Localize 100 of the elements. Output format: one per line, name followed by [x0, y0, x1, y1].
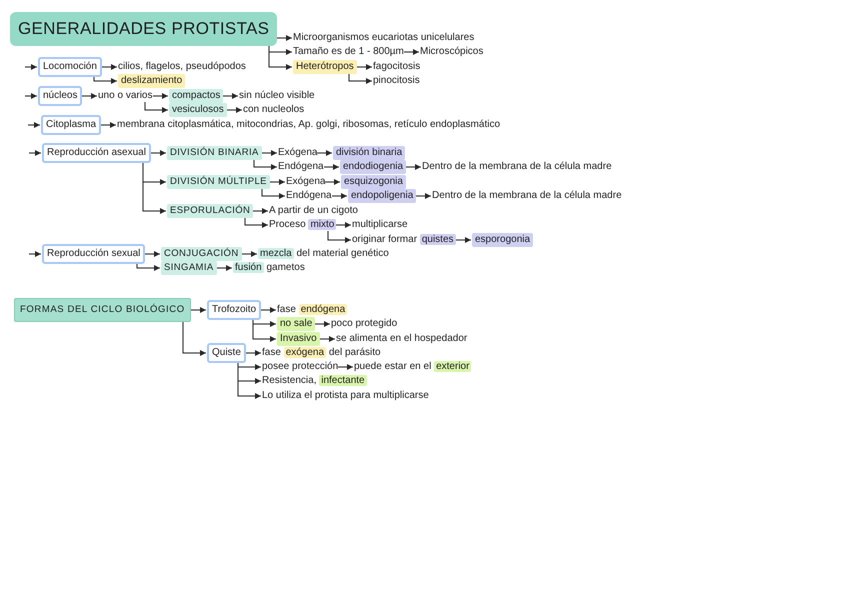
note-text: Endógena: [278, 161, 324, 173]
note-text: sin núcleo visible: [239, 90, 315, 102]
bent-arrow: [328, 230, 352, 243]
arrow: [242, 251, 258, 257]
bent-arrow: [238, 362, 262, 399]
note-text: pinocitosis: [373, 75, 420, 87]
arrow: [456, 237, 472, 243]
bent-arrow: [252, 320, 276, 327]
bent-arrow: [262, 188, 286, 199]
highlighted-term: compactos: [169, 89, 224, 103]
arrow: [28, 251, 42, 257]
arrow: [226, 107, 242, 113]
note-text: mezcla del material genético: [258, 248, 389, 260]
arrow: [24, 93, 38, 99]
arrow: [404, 49, 420, 55]
arrow: [270, 179, 286, 185]
note-text: con nucleolos: [243, 104, 304, 116]
arrow: [24, 64, 38, 70]
note-text: fusión gametos: [233, 262, 305, 274]
topic-box: Reproducción asexual: [42, 143, 151, 163]
arrow: [332, 193, 348, 199]
note-text: posee protección: [262, 361, 338, 373]
arrow: [82, 93, 98, 99]
arrow: [216, 265, 232, 271]
highlighted-term: endopoligenia: [348, 189, 416, 203]
note-text: Dentro de la membrana de la célula madre: [432, 190, 622, 202]
topic-box: Citoplasma: [41, 115, 102, 135]
bent-arrow: [136, 264, 160, 271]
arrow: [314, 321, 330, 327]
arrow: [416, 193, 432, 199]
note-text: poco protegido: [331, 318, 398, 330]
note-text: Endógena: [286, 190, 332, 202]
highlighted-term: esporogonia: [472, 233, 534, 247]
note-text: originar formar quistes: [352, 234, 456, 246]
arrow: [150, 150, 166, 156]
note-text: Tamaño es de 1 - 800µm: [293, 46, 404, 58]
topic-box: núcleos: [38, 86, 82, 106]
highlighted-term: división binaria: [333, 146, 406, 160]
arrow: [28, 122, 40, 128]
arrow: [406, 164, 422, 170]
highlighted-term: Invasivo: [277, 332, 320, 346]
highlighted-term: deslizamiento: [118, 74, 186, 88]
note-text: membrana citoplasmática, mitocondrias, Ap. golgi, ribosomas, retículo endoplasmático: [117, 119, 500, 131]
note-text: Microorganismos eucariotas unicelulares: [293, 32, 474, 44]
highlighted-term: no sale: [277, 317, 316, 331]
bent-arrow: [182, 322, 206, 356]
note-text: fagocitosis: [373, 61, 420, 73]
note-text: Lo utiliza el protista para multiplicarse: [262, 390, 429, 402]
arrow: [144, 251, 160, 257]
arrow: [252, 208, 268, 214]
arrow: [324, 179, 340, 185]
bent-arrow: [142, 162, 166, 214]
topic-box: Reproducción sexual: [42, 244, 146, 264]
bent-arrow: [144, 102, 168, 113]
note-text: Dentro de la membrana de la célula madre: [422, 161, 612, 173]
arrow: [190, 307, 206, 313]
note-text: Microscópicos: [420, 46, 484, 58]
highlighted-term: SINGAMIA: [161, 261, 217, 275]
highlighted-term: DIVISIÓN MÚLTIPLE: [167, 175, 270, 189]
note-text: se alimenta en el hospedador: [336, 333, 468, 345]
bent-arrow: [268, 46, 292, 70]
bent-arrow: [94, 76, 118, 84]
note-text: A partir de un cigoto: [269, 205, 358, 217]
arrow: [100, 122, 116, 128]
highlighted-term: endodiogenia: [340, 160, 406, 174]
arrow: [260, 307, 276, 313]
arrow: [222, 93, 238, 99]
note-text: Exógena: [278, 147, 318, 159]
note-text: puede estar en el exterior: [354, 361, 472, 373]
highlighted-term: CONJUGACIÓN: [161, 247, 242, 261]
arrow: [276, 35, 292, 41]
topic-box: Trofozoito: [207, 300, 262, 320]
arrow: [28, 150, 42, 156]
note-text: multiplicarse: [352, 219, 408, 231]
arrow: [102, 64, 118, 70]
note-text: cilios, flagelos, pseudópodos: [118, 61, 246, 73]
arrow: [152, 93, 168, 99]
title-banner: GENERALIDADES PROTISTAS: [10, 12, 278, 46]
topic-box: Locomoción: [38, 57, 102, 77]
section-banner: FORMAS DEL CICLO BIOLÓGICO: [14, 298, 191, 322]
note-text: Resistencia, infectante: [262, 375, 367, 387]
bent-arrow: [244, 218, 268, 228]
highlighted-term: Heterótropos: [293, 60, 357, 74]
note-text: uno o varios: [98, 90, 152, 102]
arrow: [356, 64, 372, 70]
arrow: [336, 222, 352, 228]
bent-arrow: [238, 362, 262, 370]
highlighted-term: vesiculosos: [169, 103, 227, 117]
arrow: [320, 336, 336, 342]
arrow: [262, 150, 278, 156]
note-text: Proceso mixto: [269, 219, 336, 231]
arrow: [316, 150, 332, 156]
bent-arrow: [348, 74, 372, 84]
bent-arrow: [252, 320, 276, 342]
highlighted-term: DIVISIÓN BINARIA: [167, 146, 262, 160]
note-text: Exógena: [286, 176, 326, 188]
topic-box: Quiste: [207, 343, 246, 363]
note-text: fase exógena del parásito: [262, 347, 381, 359]
highlighted-term: ESPORULACIÓN: [167, 204, 254, 218]
arrow: [338, 364, 354, 370]
